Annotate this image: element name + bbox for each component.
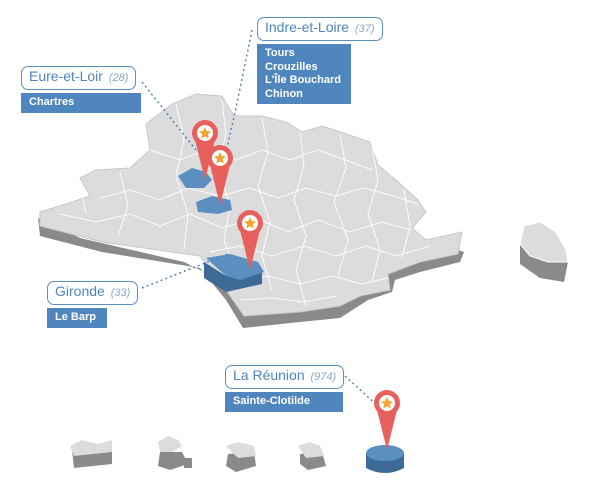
department-code: (28) bbox=[108, 72, 129, 84]
label-eure-et-loir[interactable]: Eure-et-Loir (28) Chartres bbox=[21, 66, 141, 113]
city-item: Chartres bbox=[29, 96, 75, 108]
department-title: Eure-et-Loir bbox=[29, 68, 103, 84]
department-name: Eure-et-Loir (28) bbox=[21, 66, 137, 90]
overseas-guadeloupe bbox=[70, 440, 112, 468]
overseas-la-reunion bbox=[366, 445, 404, 473]
department-name: La Réunion (974) bbox=[225, 365, 345, 389]
city-list: Chartres bbox=[21, 93, 141, 113]
department-name: Gironde (33) bbox=[47, 281, 139, 305]
department-name: Indre-et-Loire (37) bbox=[257, 17, 383, 41]
city-list: Le Barp bbox=[47, 308, 107, 328]
map-pin-icon[interactable] bbox=[374, 390, 400, 450]
city-list: Tours Crouzilles L'Île Bouchard Chinon bbox=[257, 44, 351, 104]
map-pin-icon[interactable] bbox=[237, 210, 263, 270]
indre-et-loire-region bbox=[196, 196, 232, 214]
label-indre-et-loire[interactable]: Indre-et-Loire (37) Tours Crouzilles L'Î… bbox=[257, 17, 383, 104]
department-code: (33) bbox=[110, 287, 131, 299]
city-item: L'Île Bouchard bbox=[265, 74, 341, 86]
overseas-mayotte bbox=[298, 442, 326, 470]
overseas-martinique bbox=[158, 436, 192, 470]
mainland bbox=[39, 93, 463, 317]
city-list: Sainte-Clotilde bbox=[225, 392, 343, 412]
department-code: (974) bbox=[310, 371, 337, 383]
department-code: (37) bbox=[354, 23, 375, 35]
city-item: Le Barp bbox=[55, 311, 96, 323]
department-title: La Réunion bbox=[233, 367, 305, 383]
corsica bbox=[519, 221, 569, 263]
star-icon bbox=[199, 127, 211, 139]
department-title: Indre-et-Loire bbox=[265, 19, 350, 35]
overseas-guyane bbox=[226, 442, 256, 472]
city-item: Chinon bbox=[265, 87, 303, 100]
city-item: Sainte-Clotilde bbox=[233, 395, 311, 407]
city-item: Crouzilles bbox=[265, 60, 318, 73]
star-icon bbox=[244, 217, 256, 229]
map-pin-icon[interactable] bbox=[207, 145, 233, 205]
label-gironde[interactable]: Gironde (33) Le Barp bbox=[47, 281, 139, 328]
department-title: Gironde bbox=[55, 283, 105, 299]
mainland-side bbox=[38, 218, 464, 328]
city-item: Tours bbox=[265, 47, 295, 59]
star-icon bbox=[381, 397, 393, 409]
star-icon bbox=[214, 152, 226, 164]
label-la-reunion[interactable]: La Réunion (974) Sainte-Clotilde bbox=[225, 365, 345, 412]
